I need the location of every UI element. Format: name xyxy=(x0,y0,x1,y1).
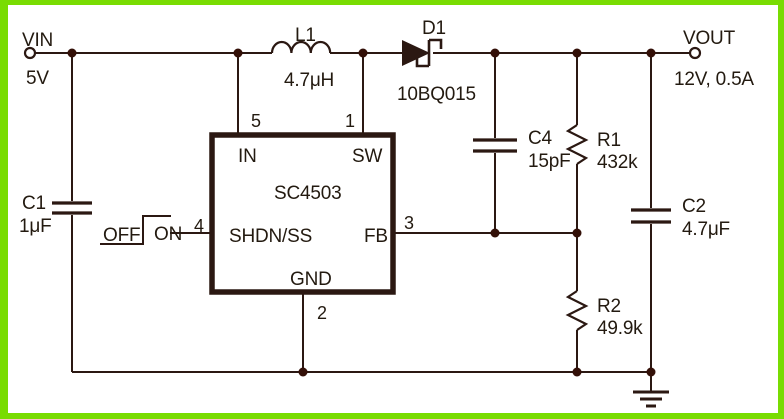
ic-pin-in-label: IN xyxy=(238,146,257,167)
r2-ref: R2 xyxy=(597,296,621,317)
d1-ref: D1 xyxy=(422,18,446,39)
vout-terminal xyxy=(688,46,702,60)
d1-value: 10BQ015 xyxy=(397,84,476,105)
pin1-number: 1 xyxy=(345,111,355,131)
vin-label: VIN xyxy=(22,30,54,51)
ic-body xyxy=(209,132,396,295)
r1-ref: R1 xyxy=(597,130,621,151)
l1-ref: L1 xyxy=(295,25,316,46)
ic-pin-shdn-label: SHDN/SS xyxy=(229,227,312,246)
resistor-symbol-r1 xyxy=(565,124,589,165)
ic-pin-fb-label: FB xyxy=(364,226,388,247)
resistor-symbol-r2 xyxy=(565,290,589,331)
diode-symbol xyxy=(402,40,430,66)
vout-label: VOUT xyxy=(683,28,735,49)
vin-terminal xyxy=(23,46,37,60)
vin-value: 5V xyxy=(26,68,49,89)
inductor-symbol xyxy=(270,40,332,54)
on-label: ON xyxy=(154,224,183,245)
junction-dots xyxy=(67,48,656,377)
shdn-bar-text: SHDN xyxy=(229,226,283,247)
c1-value: 1μF xyxy=(19,216,52,237)
vout-value: 12V, 0.5A xyxy=(674,69,754,90)
ground-symbol xyxy=(633,372,669,408)
shdn-ss-text: /SS xyxy=(282,226,313,247)
l1-value: 4.7μH xyxy=(284,70,335,91)
ic-pin-gnd-label: GND xyxy=(290,269,332,290)
pin4-number: 4 xyxy=(194,216,204,236)
c2-ref: C2 xyxy=(682,196,706,217)
c2-value: 4.7μF xyxy=(682,219,730,240)
c4-value: 15pF xyxy=(528,151,571,172)
r1-value: 432k xyxy=(597,152,638,173)
diode-cathode-bar xyxy=(415,38,443,68)
pin5-number: 5 xyxy=(251,111,261,131)
step-waveform-symbol xyxy=(100,215,171,245)
c4-ref: C4 xyxy=(528,128,552,149)
r2-value: 49.9k xyxy=(597,318,643,339)
pin3-number: 3 xyxy=(404,213,414,233)
off-label: OFF xyxy=(103,225,141,246)
ic-part-number: SC4503 xyxy=(274,183,342,204)
c1-ref: C1 xyxy=(22,193,46,214)
ic-pin-sw-label: SW xyxy=(352,146,383,167)
pin2-number: 2 xyxy=(317,303,327,323)
